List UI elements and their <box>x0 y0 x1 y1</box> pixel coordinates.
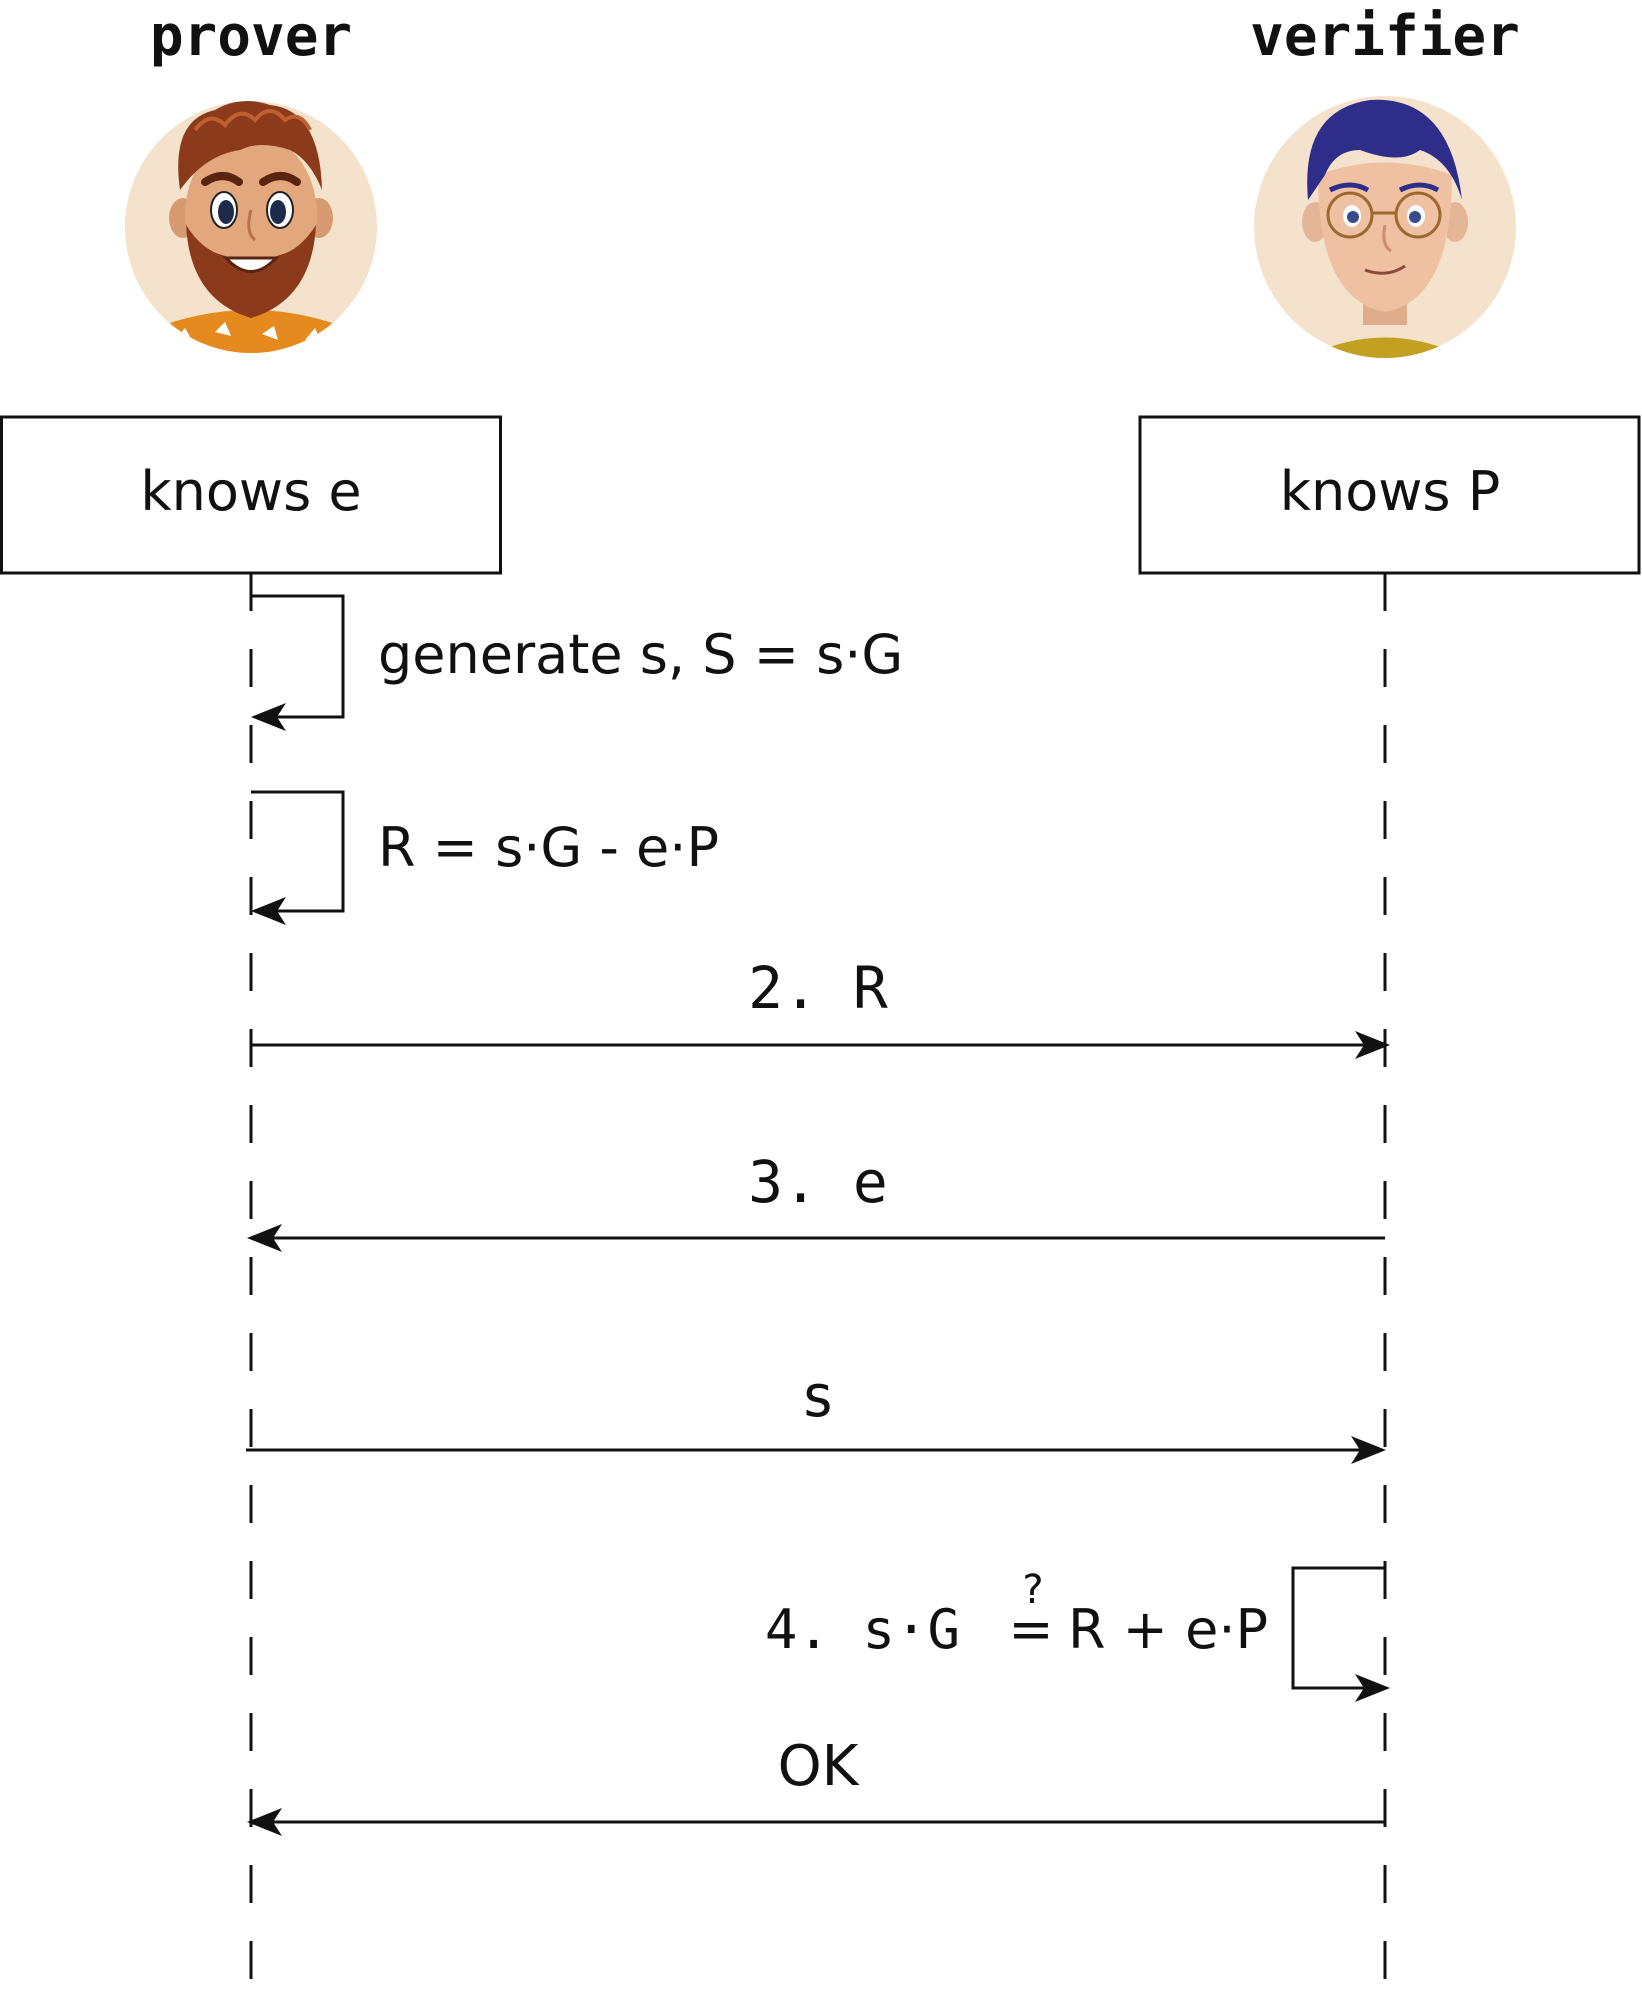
check-left: 4. s·G <box>765 1598 960 1661</box>
message-send-r: 2. R <box>251 954 1390 1059</box>
check-equals: = <box>1008 1598 1053 1661</box>
check-question-mark: ? <box>1022 1567 1043 1613</box>
check-right: R + e·P <box>1068 1598 1268 1661</box>
self-message-compute-r-label: R = s·G - e·P <box>378 816 719 879</box>
verifier-name: verifier <box>1250 4 1520 69</box>
message-send-e-label: 3. e <box>748 1148 888 1216</box>
message-send-e: 3. e <box>247 1148 1385 1252</box>
self-message-compute-r: R = s·G - e·P <box>251 790 719 925</box>
self-message-generate: generate s, S = s·G <box>251 594 903 731</box>
verifier-knows-box <box>1138 415 1641 575</box>
message-send-s-label: s <box>801 1362 836 1430</box>
verifier-knows-label: knows P <box>1280 460 1501 523</box>
prover-knows-label: knows e <box>140 460 361 523</box>
verifier-avatar <box>1254 96 1516 358</box>
prover-avatar <box>125 101 377 353</box>
self-message-generate-label: generate s, S = s·G <box>378 623 903 686</box>
message-ok: OK <box>247 1734 1385 1836</box>
prover-name: prover <box>150 4 352 69</box>
message-send-s: s <box>246 1362 1386 1464</box>
message-send-r-label: 2. R <box>748 954 888 1022</box>
self-message-check: 4. s·G ? = R + e·P <box>765 1566 1390 1702</box>
message-ok-label: OK <box>778 1734 860 1799</box>
